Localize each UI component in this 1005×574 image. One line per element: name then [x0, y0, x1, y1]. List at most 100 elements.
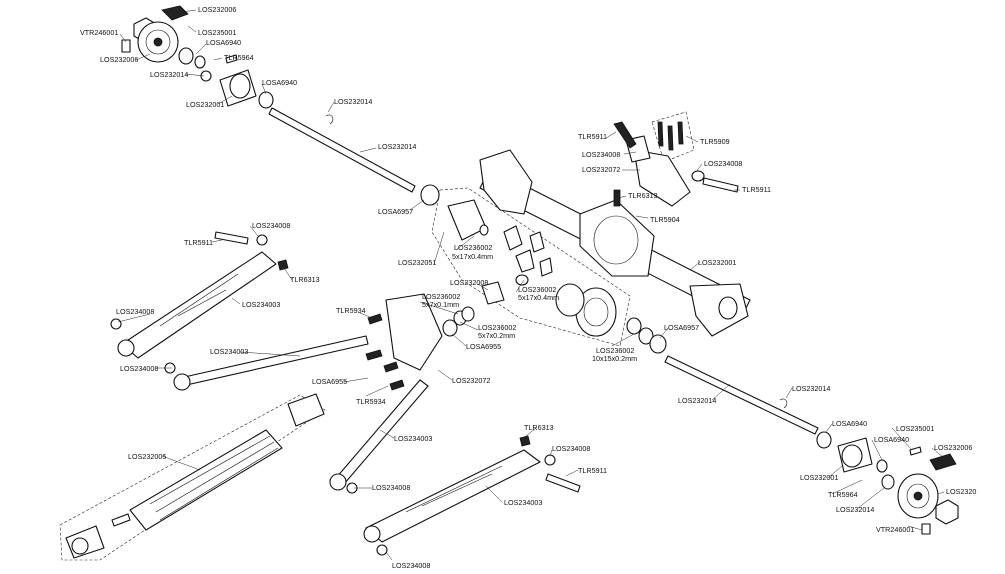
callout-losa6957-top: LOSA6957 — [378, 207, 413, 216]
callout-losa6957-bottom: LOSA6957 — [664, 323, 699, 332]
screw-tlr5909-a — [657, 121, 664, 147]
callout-tlr5964-top: TLR5964 — [224, 53, 254, 62]
callout-los236002-e-size: 10x15x0.2mm — [592, 354, 637, 363]
callout-tlr6313-left: TLR6313 — [290, 275, 320, 284]
callout-labels: LOS232006 LOS235001 VTR246001 LOS232006 … — [80, 5, 976, 570]
clip-upper — [325, 114, 334, 125]
brake-caliper — [161, 5, 189, 21]
diff-shim-b — [515, 274, 529, 286]
lower-brake-caliper — [929, 453, 957, 471]
nut-tlr6313-lower — [519, 435, 531, 447]
callout-los232014-shaft-lower: LOS232014 — [678, 396, 716, 405]
callout-losa6955-left: LOSA6955 — [312, 377, 347, 386]
lower-axle-bearing — [816, 431, 832, 449]
callout-los2320-edge: LOS2320 — [946, 487, 976, 496]
callout-los234008-lower-right: LOS234008 — [552, 444, 590, 453]
bearing-a — [178, 47, 194, 65]
upper-hub-assembly — [121, 5, 274, 109]
plate-screw-a — [367, 313, 383, 325]
callout-tlr5909: TLR5909 — [700, 137, 730, 146]
callout-los232006-hub: LOS232006 — [100, 55, 138, 64]
callout-los232006-lower: LOS232006 — [934, 443, 972, 452]
lower-trailing-link — [363, 435, 581, 556]
axle-bearing — [258, 91, 274, 109]
callout-los236002-d-part: LOS236002 — [478, 323, 516, 332]
shim-right-a — [626, 317, 642, 335]
driveshaft-tube — [129, 429, 283, 531]
rod-end-upper-left — [173, 373, 191, 391]
screw-tlr5909-b — [667, 125, 674, 151]
callout-los234003-lower-rod: LOS234003 — [394, 434, 432, 443]
callout-los232051: LOS232051 — [398, 258, 436, 267]
rod-end-left — [110, 318, 122, 330]
bevel-gear-b — [529, 231, 545, 253]
clip-lower — [779, 398, 788, 409]
pinion-bearing — [442, 319, 458, 337]
callout-los232006-top: LOS232006 — [198, 5, 236, 14]
callout-los232005: LOS232005 — [128, 452, 166, 461]
callout-los236002-d-size: 5x7x0.2mm — [478, 331, 515, 340]
callout-losa6955-right: LOSA6955 — [466, 342, 501, 351]
callout-los232014-shaft: LOS232014 — [378, 142, 416, 151]
callout-los235001-top: LOS235001 — [198, 28, 236, 37]
callout-los234008-rod: LOS234008 — [120, 364, 158, 373]
callout-los236002-e-part: LOS236002 — [596, 346, 634, 355]
shim-right-b — [638, 327, 654, 345]
upper-axle-shaft — [268, 107, 440, 206]
top-plate — [385, 293, 443, 371]
differential-assembly — [447, 199, 667, 354]
axle-shaft-upper — [268, 107, 416, 193]
screw-tlr5911-lower — [545, 473, 581, 493]
trailing-link-left-bushing — [117, 339, 135, 357]
callout-los232072-housing: LOS232072 — [582, 165, 620, 174]
callout-los234008-lower-rod: LOS234008 — [372, 483, 410, 492]
upper-link-rod — [164, 335, 369, 391]
lower-hub-center — [913, 491, 923, 501]
callout-los235001-lower: LOS235001 — [896, 424, 934, 433]
trailing-link-right-bushing — [363, 525, 381, 543]
screw-tlr5911-top — [613, 121, 637, 149]
trailing-link-left-rib — [159, 273, 239, 327]
callout-los234008-right: LOS234008 — [704, 159, 742, 168]
callout-los236002-b-part: LOS236002 — [518, 285, 556, 294]
callout-losa6940-lower-a: LOSA6940 — [832, 419, 867, 428]
bevel-gear-c — [539, 257, 553, 277]
callout-los236002-a-part: LOS236002 — [454, 243, 492, 252]
shaft-seal-upper — [420, 184, 440, 206]
lower-pin-small — [909, 446, 922, 456]
lower-bearing-a — [876, 459, 888, 473]
trailing-link-right — [365, 449, 541, 543]
lower-wheel-hub-inner — [906, 483, 930, 509]
callout-los232014-clip: LOS232014 — [334, 97, 372, 106]
screw-tlr5909-c — [677, 121, 684, 145]
center-section-cover — [593, 215, 639, 265]
callout-vtr246001-lower: VTR246001 — [876, 525, 914, 534]
callout-los234003-lower-link: LOS234003 — [504, 498, 542, 507]
callout-los232014-hub: LOS232014 — [150, 70, 188, 79]
callout-los236002-c-size: 5x7x0.1mm — [422, 300, 459, 309]
plate-screw-c — [383, 361, 399, 373]
housing-left-end — [479, 149, 533, 215]
lower-hub-screw — [921, 523, 931, 535]
pinion-shim-b — [461, 306, 475, 322]
plate-screw-d — [389, 379, 405, 391]
leader-lines — [117, 9, 945, 561]
center-section — [579, 199, 655, 277]
lower-hub-assembly — [816, 431, 959, 535]
callout-vtr246001-top: VTR246001 — [80, 28, 118, 37]
callout-los234008-housing: LOS234008 — [582, 150, 620, 159]
callout-los236002-c-part: LOS236002 — [422, 292, 460, 301]
callout-los232014-clip-lower: LOS232014 — [792, 384, 830, 393]
callout-los232001-top: LOS232001 — [186, 100, 224, 109]
callout-los232014-lower-hub: LOS232014 — [836, 505, 874, 514]
diff-washer — [555, 283, 585, 317]
bearing-b — [194, 55, 206, 69]
bevel-gear-a — [503, 225, 523, 251]
driveshaft-splines — [149, 435, 279, 521]
axle-shaft-lower — [664, 355, 819, 435]
callout-los232001-lower: LOS232001 — [800, 473, 838, 482]
callout-tlr5911-top: TLR5911 — [578, 132, 607, 141]
bushing-right — [691, 170, 705, 182]
callout-losa6940-lower-b: LOSA6940 — [874, 435, 909, 444]
